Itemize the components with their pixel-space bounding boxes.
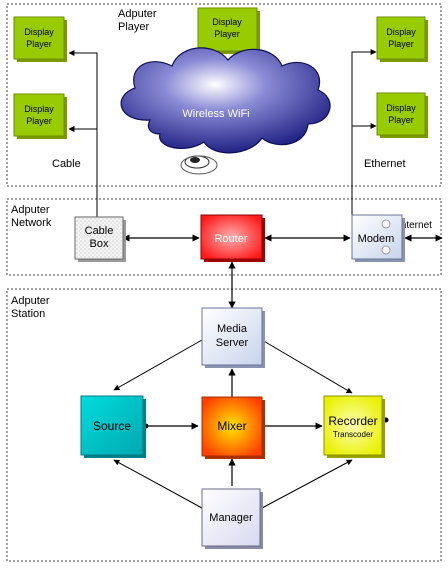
link-manager-recorder	[261, 459, 353, 509]
router-node[interactable]: Router	[200, 214, 265, 262]
display-player-1-line1: Display	[24, 27, 54, 37]
media-server-line1: Media	[217, 323, 248, 335]
display-player-2-line2: Player	[214, 29, 240, 39]
wifi-cloud: Wireless WiFi	[120, 47, 331, 154]
display-player-1[interactable]: Display Player	[13, 16, 67, 62]
section-player-title-2: Player	[118, 21, 150, 33]
display-player-4-line2: Player	[388, 39, 414, 49]
modem-node[interactable]: Modem	[351, 214, 405, 262]
link-cablebox-dp3	[68, 126, 98, 220]
display-player-4[interactable]: Display Player	[376, 16, 428, 62]
link-mediaserver-recorder	[261, 339, 353, 394]
modem-label: Modem	[358, 233, 395, 245]
media-server-line2: Server	[216, 337, 249, 349]
display-player-2-line1: Display	[212, 17, 242, 27]
section-player-title-1: Adputer	[118, 8, 157, 20]
cable-box-line1: Cable	[85, 225, 114, 237]
link-mediaserver-source	[113, 339, 203, 391]
source-node[interactable]: Source	[80, 395, 146, 458]
section-network-title-1: Adputer	[11, 204, 50, 216]
display-player-2[interactable]: Display Player	[197, 7, 260, 54]
section-network-title-2: Network	[11, 217, 52, 229]
source-label: Source	[93, 419, 131, 433]
manager-label: Manager	[209, 512, 253, 524]
mixer-label: Mixer	[217, 419, 246, 433]
section-player-frame	[6, 3, 442, 187]
link-manager-source	[113, 459, 203, 509]
recorder-node[interactable]: Recorder Transcoder	[323, 395, 385, 458]
display-player-3[interactable]: Display Player	[13, 93, 67, 139]
display-player-5-line1: Display	[386, 103, 416, 113]
mixer-node[interactable]: Mixer	[201, 396, 265, 459]
section-station-frame	[6, 288, 442, 562]
wifi-cloud-label: Wireless WiFi	[182, 108, 249, 120]
display-player-3-line2: Player	[26, 116, 52, 126]
internet-label: Internet	[398, 220, 432, 231]
section-station-title-1: Adputer	[11, 295, 50, 307]
cable-label: Cable	[52, 158, 81, 170]
display-player-1-line2: Player	[26, 39, 52, 49]
link-modem-dp4	[351, 49, 377, 218]
router-label: Router	[214, 233, 247, 245]
cable-box-line2: Box	[90, 238, 109, 250]
link-cablebox-dp1	[68, 50, 98, 129]
display-player-3-line1: Display	[24, 104, 54, 114]
section-station-title-2: Station	[11, 308, 45, 320]
ethernet-label: Ethernet	[364, 158, 406, 170]
manager-node[interactable]: Manager	[201, 488, 263, 549]
recorder-line2: Transcoder	[333, 430, 374, 439]
wifi-antenna-icon	[180, 155, 218, 175]
display-player-4-line1: Display	[386, 27, 416, 37]
display-player-5[interactable]: Display Player	[376, 92, 428, 138]
cable-box-node[interactable]: Cable Box	[74, 216, 126, 262]
media-server-node[interactable]: Media Server	[201, 307, 265, 368]
recorder-line1: Recorder	[328, 414, 377, 428]
display-player-5-line2: Player	[388, 115, 414, 125]
